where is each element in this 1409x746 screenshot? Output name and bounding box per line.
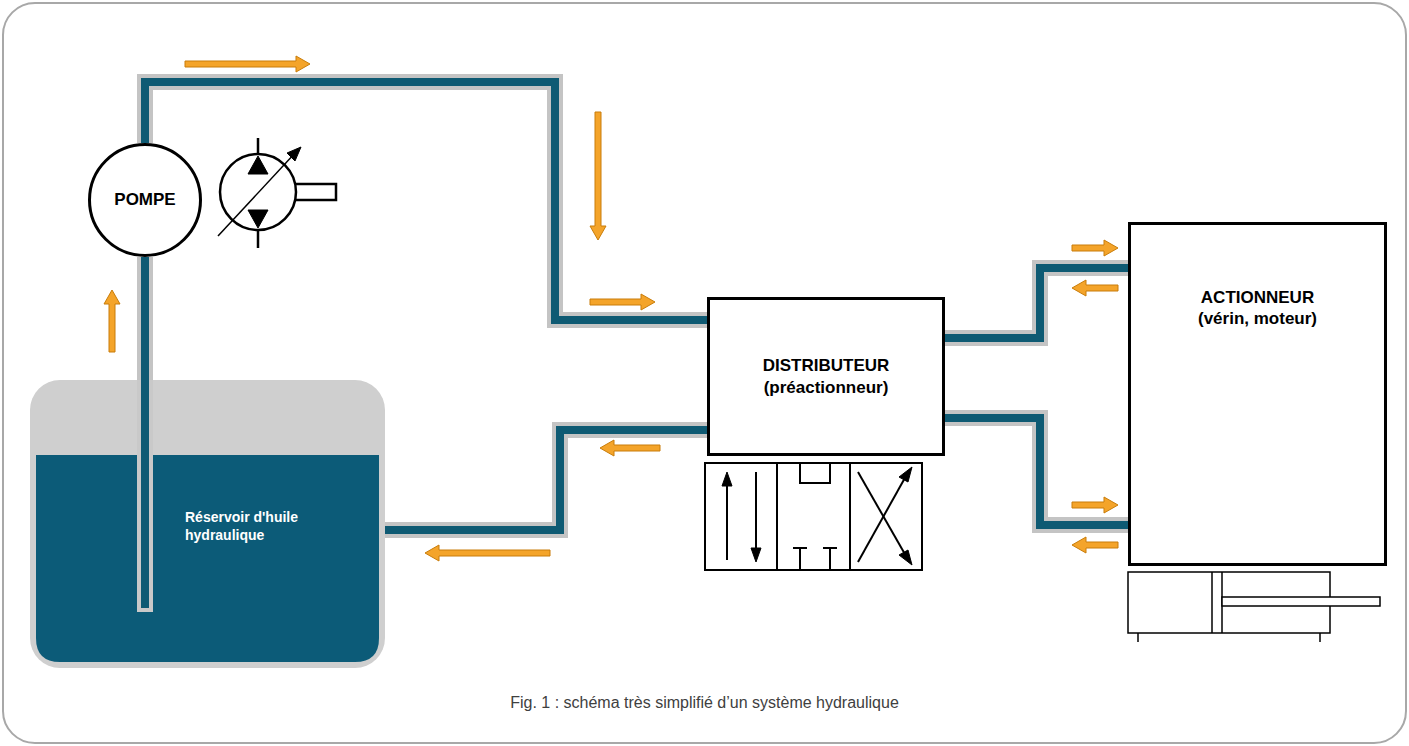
tank-wall (30, 380, 385, 668)
node-label: Réservoir d'huile hydraulique (185, 508, 315, 544)
flow-arrow (1072, 280, 1118, 296)
cylinder-symbol (1128, 572, 1380, 642)
distributor-box: DISTRIBUTEUR(préactionneur) (707, 297, 945, 456)
node-texts: Réservoir d'huile hydraulique (185, 508, 315, 544)
node-label: (vérin, moteur) (1198, 308, 1317, 329)
oil-tank: Réservoir d'huile hydraulique (30, 380, 385, 668)
figure-caption: Fig. 1 : schéma très simplifié d’un syst… (0, 694, 1409, 712)
figure-frame (3, 3, 1406, 743)
intake-pipe (137, 380, 153, 612)
node-label: (préactionneur) (764, 377, 889, 398)
pipe-oil (145, 82, 707, 320)
hydraulic-pipe (945, 418, 1128, 553)
hydraulic-pipe (104, 257, 145, 380)
node-label: DISTRIBUTEUR (763, 355, 890, 376)
flow-arrow (104, 290, 120, 352)
pipe-wall (145, 82, 707, 320)
flow-arrow (600, 440, 660, 456)
pipe-oil (141, 257, 149, 380)
node-texts: DISTRIBUTEUR(préactionneur) (710, 300, 942, 453)
flow-arrow (1072, 497, 1118, 513)
pipe-oil (385, 430, 707, 530)
hydraulic-pipe (145, 82, 707, 320)
flow-arrow (1072, 240, 1118, 256)
flow-arrow (590, 112, 606, 240)
node-label: ACTIONNEUR (1201, 287, 1314, 308)
pump-symbol (218, 138, 336, 248)
flow-arrow (590, 294, 655, 310)
pump-outline-circle (90, 145, 201, 256)
pipe-wall (945, 418, 1128, 525)
flow-arrow (1072, 537, 1118, 553)
pipe-wall (137, 257, 153, 380)
oil-level (36, 455, 379, 662)
pipe-oil (945, 268, 1128, 338)
valve-symbol (705, 463, 922, 570)
node-label: POMPE (114, 189, 175, 210)
pipe-oil (945, 418, 1128, 525)
pump-circle: POMPE (88, 143, 202, 257)
actuator-box: ACTIONNEUR(vérin, moteur) (1128, 222, 1387, 566)
hydraulic-pipe (945, 240, 1128, 338)
pipe-wall (945, 268, 1128, 338)
hydraulic-pipe (385, 430, 707, 561)
intake-pipe-oil (141, 380, 149, 608)
pipe-wall (385, 430, 707, 530)
flow-arrow (185, 56, 310, 72)
node-texts: ACTIONNEUR(vérin, moteur) (1131, 225, 1384, 563)
node-texts: POMPE (88, 143, 202, 257)
flow-arrow (425, 545, 550, 561)
